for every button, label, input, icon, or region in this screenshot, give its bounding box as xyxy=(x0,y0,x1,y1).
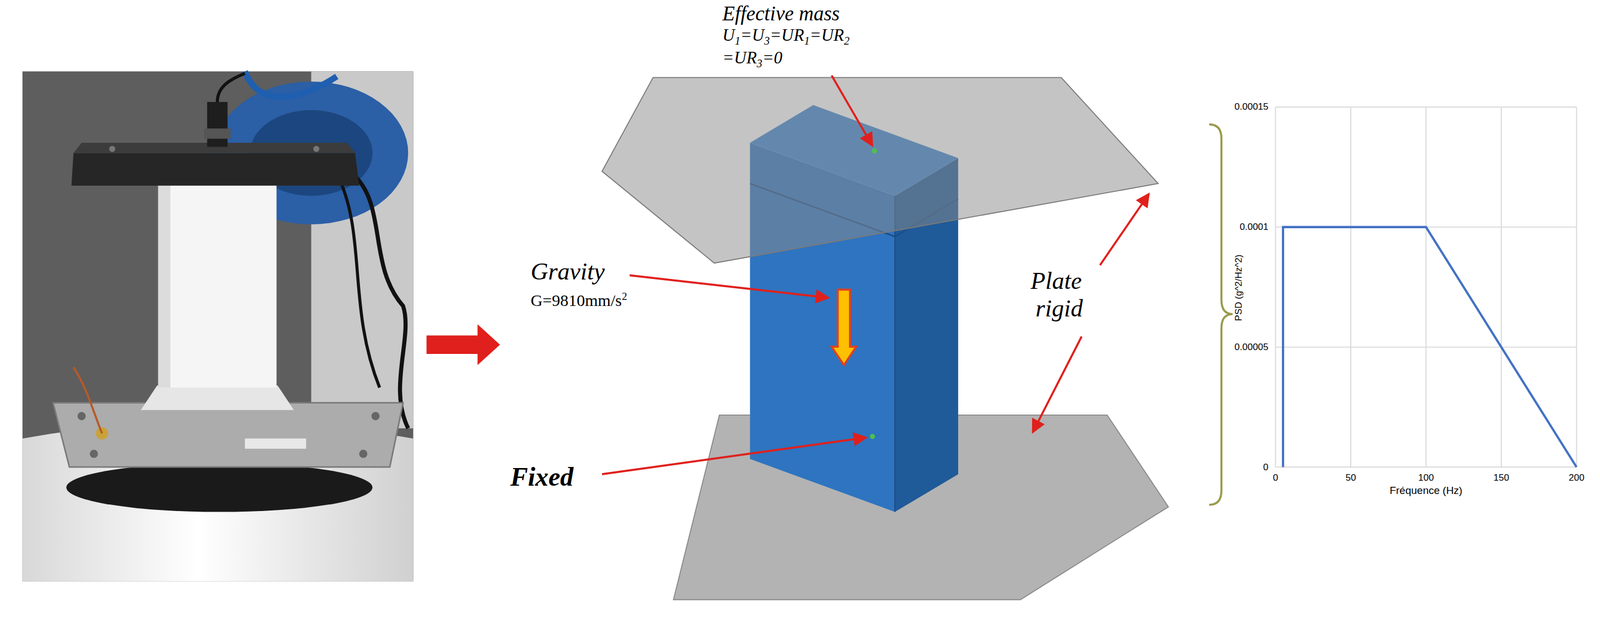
boundary-condition: U1=U3=UR1=UR2 =UR3=0 xyxy=(722,25,854,71)
axis-tick: 0 xyxy=(1263,462,1269,474)
grid-line xyxy=(1500,106,1502,467)
screw xyxy=(109,146,116,153)
specimen-foot xyxy=(140,385,294,410)
accelerometer xyxy=(207,101,228,147)
sensor-wire xyxy=(73,367,102,434)
grid-line xyxy=(1425,106,1427,467)
leader-line xyxy=(1099,193,1150,265)
fixture-plate xyxy=(52,403,404,468)
gravity-value: G=9810mm/s2 xyxy=(530,290,627,311)
axis-title: PSD (g^2/Hz^2) xyxy=(1233,254,1245,321)
accelerometer-cable xyxy=(217,73,245,102)
axis-tick: 0 xyxy=(1273,472,1279,484)
connector xyxy=(95,427,109,440)
shaker-opening xyxy=(66,463,373,513)
axis-tick: 0.00005 xyxy=(1234,341,1269,353)
grid-line xyxy=(1275,106,1277,467)
annotation-label: Fixed xyxy=(509,461,574,492)
gravity-arrow xyxy=(831,289,856,365)
specimen xyxy=(158,181,277,388)
screw xyxy=(89,449,99,459)
axis-title: Fréquence (Hz) xyxy=(1389,484,1463,497)
psd-curve xyxy=(1282,227,1577,467)
annotation-label: Plate rigid xyxy=(1030,267,1088,324)
screw xyxy=(313,146,320,153)
specimen-shade xyxy=(158,181,171,388)
reference-point xyxy=(871,148,877,154)
axis-tick: 0.00015 xyxy=(1234,101,1269,114)
plate-label xyxy=(244,438,306,449)
annotation-label: Effective mass xyxy=(722,2,840,26)
box-edge xyxy=(894,195,896,512)
leader-line xyxy=(602,437,867,475)
accelerometer-base xyxy=(203,128,231,139)
curly-brace xyxy=(1209,124,1233,506)
leader-line xyxy=(1032,336,1082,433)
axis-tick: 150 xyxy=(1493,472,1510,484)
axis-tick: 200 xyxy=(1568,472,1585,484)
top-mass-plate xyxy=(71,152,360,186)
leader-line xyxy=(831,75,873,147)
axis-tick: 0.0001 xyxy=(1239,221,1269,233)
axis-tick: 50 xyxy=(1345,472,1356,484)
annotation-label: Gravity xyxy=(530,258,605,287)
screw xyxy=(371,411,380,421)
blue-cable xyxy=(244,71,337,98)
screw xyxy=(77,411,87,421)
photo-background xyxy=(22,71,414,582)
psd-chart xyxy=(1275,106,1577,467)
reference-point xyxy=(870,433,875,439)
leader-line xyxy=(629,275,829,298)
grid-line xyxy=(1350,106,1352,467)
transition-arrow xyxy=(426,324,501,365)
screw xyxy=(358,449,368,459)
black-cable xyxy=(336,173,380,388)
axis-tick: 100 xyxy=(1418,472,1434,484)
grid-line xyxy=(1576,106,1578,467)
rigid-plate-top xyxy=(602,77,1159,264)
test-photo xyxy=(22,71,414,582)
